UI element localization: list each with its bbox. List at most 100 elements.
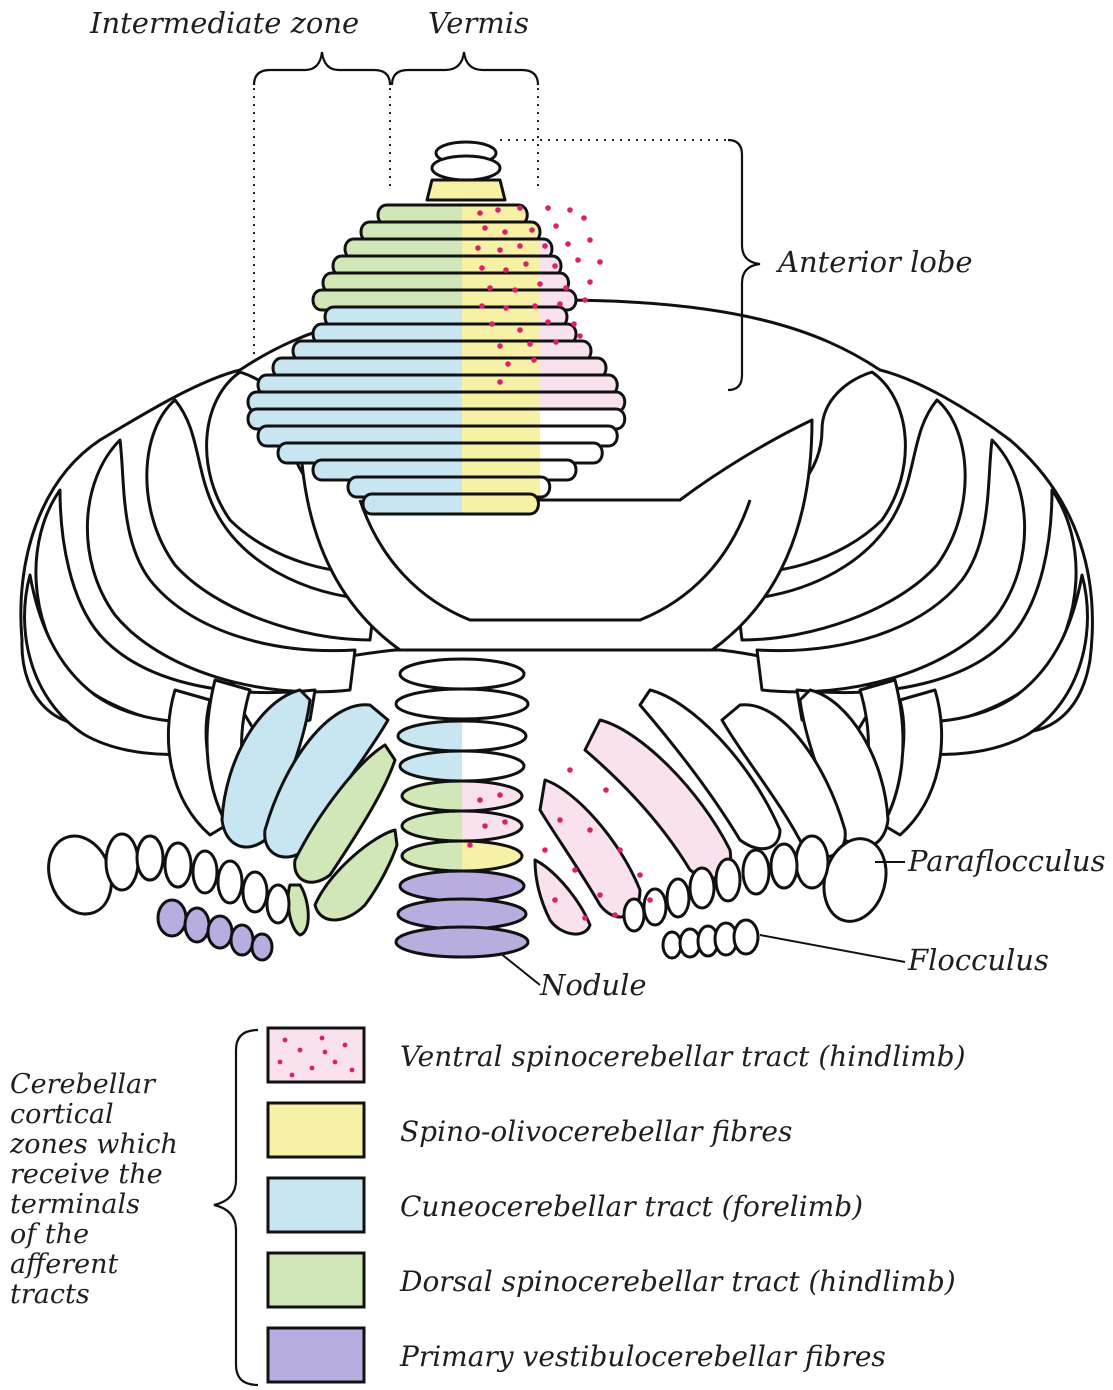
tract-dot (571, 321, 577, 327)
vermis-folium (402, 811, 522, 841)
anterior-lobe-label: Anterior lobe (775, 245, 973, 279)
vermis-folium (398, 721, 526, 751)
tract-dot (617, 847, 623, 853)
legend-item: Primary vestibulocerebellar fibres (268, 1328, 886, 1382)
legend-label: Cuneocerebellar tract (forelimb) (400, 1190, 863, 1223)
vermis-folium (402, 781, 522, 811)
intermediate-zone-label: Intermediate zone (89, 6, 359, 40)
nodule-label: Nodule (539, 968, 647, 1002)
tract-dot (502, 229, 508, 235)
tract-dot (597, 259, 603, 265)
tract-dot (612, 912, 618, 918)
legend-label: Dorsal spinocerebellar tract (hindlimb) (399, 1265, 956, 1298)
legend-item: Spino-olivocerebellar fibres (268, 1103, 792, 1157)
tract-dot (557, 817, 563, 823)
legend-swatch (268, 1253, 364, 1307)
tract-dot (517, 205, 523, 211)
tract-dot (567, 767, 573, 773)
tract-dot (587, 827, 593, 833)
tract-dot (495, 207, 501, 213)
tract-dot (552, 263, 558, 269)
side-caption-line: receive the (10, 1159, 163, 1190)
vermis-folium (396, 927, 528, 957)
vermis-folium (402, 841, 522, 871)
vermis-folium (400, 659, 524, 689)
tract-dot (512, 287, 518, 293)
tract-dot (565, 241, 571, 247)
tract-dot (553, 223, 559, 229)
tract-dot (467, 842, 473, 848)
tract-dot (479, 265, 485, 271)
tract-dot (542, 847, 548, 853)
right-flocculus (663, 920, 758, 958)
tract-dot (517, 243, 523, 249)
vermis-folium (400, 871, 524, 901)
tract-dot (582, 297, 588, 303)
intermediate-zone-brace (254, 52, 390, 85)
tract-dot (482, 225, 488, 231)
legend-swatch (268, 1103, 364, 1157)
tract-dot (477, 797, 483, 803)
legend-item: Cuneocerebellar tract (forelimb) (268, 1178, 863, 1232)
vermis-folium (396, 689, 528, 719)
vermis-folium (400, 751, 524, 781)
tract-dot (502, 819, 508, 825)
tract-dot (563, 285, 569, 291)
legend-brace (214, 1030, 258, 1385)
tract-dot (581, 215, 587, 221)
legend-label: Spino-olivocerebellar fibres (400, 1115, 792, 1148)
side-caption-line: of the (10, 1219, 89, 1250)
anterior-lobe-folia (248, 142, 625, 514)
legend-label: Ventral spinocerebellar tract (hindlimb) (400, 1040, 966, 1073)
tract-dot (477, 210, 483, 216)
legend: Ventral spinocerebellar tract (hindlimb)… (268, 1028, 966, 1382)
tract-dot (503, 305, 509, 311)
tract-dot (572, 867, 578, 873)
vermis-folium (398, 899, 526, 929)
tract-dot (497, 343, 503, 349)
side-caption-line: terminals (10, 1189, 140, 1220)
tract-dot (587, 237, 593, 243)
side-caption-line: zones which (9, 1129, 178, 1160)
tract-dot (577, 333, 583, 339)
tract-dot (545, 319, 551, 325)
tract-dot (567, 207, 573, 213)
tract-dot (575, 257, 581, 263)
tract-dot (503, 267, 509, 273)
tract-dot (552, 897, 558, 903)
side-caption-line: cortical (10, 1099, 114, 1130)
tract-dot (487, 285, 493, 291)
tract-dot (517, 327, 523, 333)
legend-label: Primary vestibulocerebellar fibres (399, 1340, 886, 1373)
vermis-label: Vermis (428, 6, 529, 40)
tract-dot (531, 357, 537, 363)
anterior-folium (363, 494, 539, 514)
tract-dot (475, 245, 481, 251)
tract-dot (557, 301, 563, 307)
tract-dot (542, 243, 548, 249)
posterior-vermis (396, 659, 528, 957)
legend-item: Ventral spinocerebellar tract (hindlimb) (268, 1028, 966, 1082)
tract-dot (597, 892, 603, 898)
tract-dot (523, 261, 529, 267)
paraflocculus-label: Paraflocculus (907, 844, 1105, 878)
tract-dot (489, 321, 495, 327)
tract-dot (479, 303, 485, 309)
legend-swatch (268, 1178, 364, 1232)
tract-dot (497, 379, 503, 385)
tract-dot (537, 281, 543, 287)
tract-dot (647, 897, 653, 903)
tract-dot (532, 303, 538, 309)
side-caption-line: Cerebellar (10, 1069, 157, 1100)
legend-swatch (268, 1028, 364, 1082)
tract-dot (527, 341, 533, 347)
tract-dot (637, 872, 643, 878)
tract-dot (603, 787, 609, 793)
flocculus-label: Flocculus (907, 943, 1049, 977)
tract-dot (545, 205, 551, 211)
tract-dot (587, 279, 593, 285)
tract-dot (582, 915, 588, 921)
legend-swatch (268, 1328, 364, 1382)
